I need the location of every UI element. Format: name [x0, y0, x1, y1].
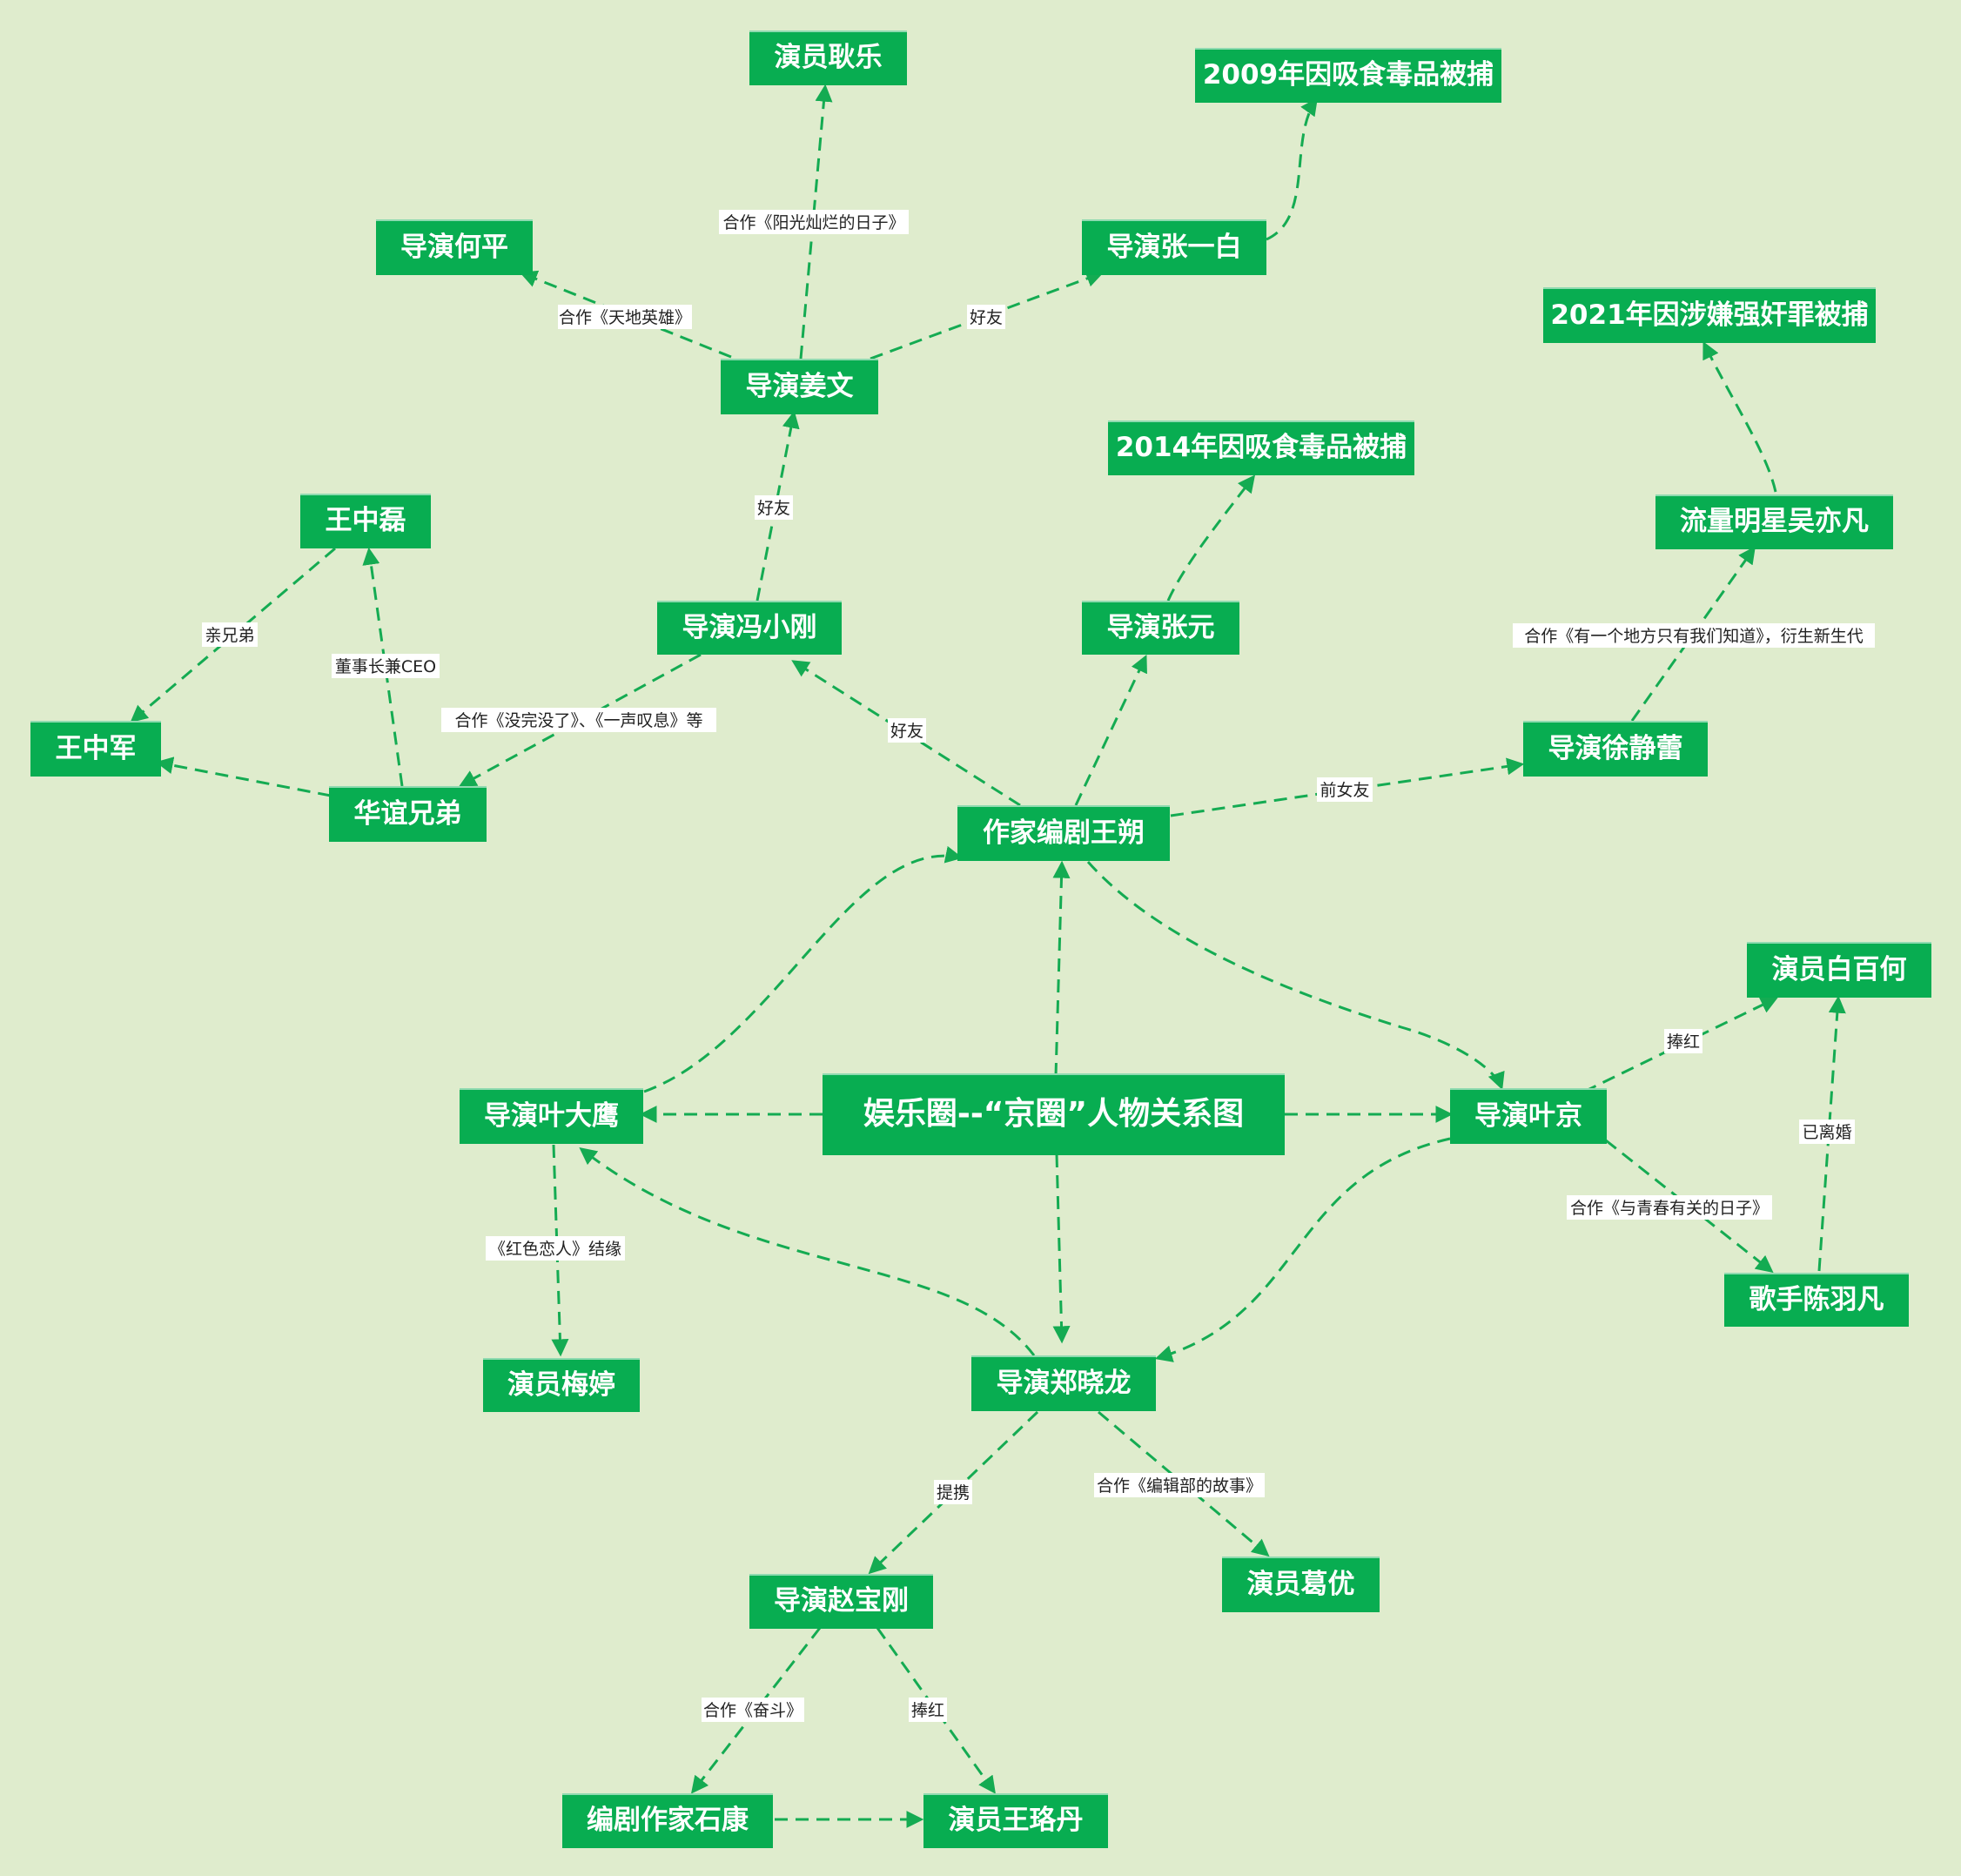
node-fengxiaogang[interactable]: 导演冯小刚 [657, 601, 842, 655]
node-wangzhonglei[interactable]: 王中磊 [300, 494, 431, 548]
edge-label-zhangyibai: 好友 [967, 305, 1005, 329]
svg-text:好友: 好友 [890, 722, 923, 741]
node-meiting[interactable]: 演员梅婷 [483, 1358, 640, 1412]
node-wuyifan[interactable]: 流量明星吴亦凡 [1655, 494, 1893, 549]
edge-huayi-wangzhonglei [362, 547, 404, 787]
svg-text:合作《有一个地方只有我们知道》，衍生新生代: 合作《有一个地方只有我们知道》，衍生新生代 [1524, 627, 1864, 646]
node-arrest2014[interactable]: 2014年因吸食毒品被捕 [1108, 420, 1414, 475]
edge-wuyifan-arrest2021 [1702, 341, 1777, 493]
svg-text:董事长兼CEO: 董事长兼CEO [335, 657, 436, 676]
edge-zhangyuan-arrest2014 [1166, 474, 1256, 602]
svg-text:合作《编辑部的故事》: 合作《编辑部的故事》 [1097, 1476, 1262, 1496]
edge-label-heping: 合作《天地英雄》 [558, 305, 692, 329]
node-arrest2021[interactable]: 2021年因涉嫌强奸罪被捕 [1543, 287, 1876, 343]
node-geng[interactable]: 演员耿乐 [749, 30, 907, 85]
node-zhangyuan[interactable]: 导演张元 [1082, 601, 1239, 655]
edge-zhaobaogang-wangluodan [876, 1627, 996, 1794]
node-chenyufan[interactable]: 歌手陈羽凡 [1724, 1273, 1909, 1327]
svg-text:提携: 提携 [937, 1483, 970, 1503]
edge-huayi-wangzhongjun [155, 756, 332, 797]
node-zhaobaogang[interactable]: 导演赵宝刚 [749, 1574, 933, 1629]
svg-text:合作《阳光灿烂的日子》: 合作《阳光灿烂的日子》 [722, 213, 904, 232]
edge-label-xiaogang: 好友 [888, 718, 926, 743]
edge-label-zhaobaogang: 提携 [934, 1480, 972, 1504]
svg-text:合作《与青春有关的日子》: 合作《与青春有关的日子》 [1570, 1199, 1769, 1218]
svg-text:捧红: 捧红 [1667, 1032, 1700, 1052]
edge-label-chenyufan: 合作《与青春有关的日子》 [1567, 1195, 1772, 1220]
center-title-node[interactable]: 娱乐圈--“京圈”人物关系图 [823, 1073, 1285, 1155]
svg-text:亲兄弟: 亲兄弟 [205, 626, 254, 645]
svg-text:合作《没完没了》、《一声叹息》等: 合作《没完没了》、《一声叹息》等 [454, 711, 702, 730]
edge-center-zhengxiaolong [1052, 1153, 1071, 1344]
edge-label-jiangwen: 好友 [755, 495, 793, 520]
node-huayi[interactable]: 华谊兄弟 [329, 786, 487, 842]
svg-text:合作《奋斗》: 合作《奋斗》 [703, 1701, 803, 1720]
edge-label-brothers: 亲兄弟 [202, 622, 258, 647]
node-zhangyibai[interactable]: 导演张一白 [1082, 219, 1266, 275]
node-yedaying[interactable]: 导演叶大鹰 [460, 1088, 643, 1144]
node-heping[interactable]: 导演何平 [376, 219, 533, 275]
edge-label-shikang: 合作《奋斗》 [702, 1698, 804, 1722]
edge-label-exgf: 前女友 [1317, 777, 1373, 802]
edge-yejing-zhengxiaolong [1154, 1137, 1451, 1362]
svg-text:好友: 好友 [757, 499, 790, 518]
edge-zhengxiaolong-yedaying [579, 1146, 1036, 1356]
edge-label-geyou: 合作《编辑部的故事》 [1094, 1473, 1265, 1497]
node-yejing[interactable]: 导演叶京 [1450, 1088, 1607, 1144]
edge-zhaobaogang-shikang [690, 1627, 822, 1794]
node-xujinglei[interactable]: 导演徐静蕾 [1523, 721, 1708, 777]
node-jiangwen[interactable]: 导演姜文 [721, 359, 878, 414]
node-shikang[interactable]: 编剧作家石康 [562, 1793, 773, 1848]
edge-label-geng: 合作《阳光灿烂的日子》 [719, 210, 909, 234]
edge-label-wangluodan: 捧红 [909, 1698, 947, 1722]
edge-center-wangshuo [1052, 860, 1071, 1077]
node-baibaihe[interactable]: 演员白百何 [1747, 942, 1931, 998]
edge-wangshuo-zhangyuan [1074, 654, 1147, 806]
edge-label-divorced: 已离婚 [1799, 1120, 1855, 1144]
svg-text:好友: 好友 [970, 308, 1003, 327]
node-zhengxiaolong[interactable]: 导演郑晓龙 [971, 1355, 1156, 1411]
edge-yedaying-wangshuo [643, 845, 964, 1093]
svg-text:已离婚: 已离婚 [1802, 1123, 1851, 1142]
node-arrest2009[interactable]: 2009年因吸食毒品被捕 [1195, 48, 1501, 103]
edge-label-ceo: 董事长兼CEO [332, 654, 440, 678]
svg-text:捧红: 捧红 [911, 1701, 944, 1720]
edge-label-meiting: 《红色恋人》结缘 [486, 1236, 625, 1261]
node-wangluodan[interactable]: 演员王珞丹 [923, 1793, 1108, 1848]
node-geyou[interactable]: 演员葛优 [1222, 1557, 1380, 1612]
node-wangzhongjun[interactable]: 王中军 [30, 721, 161, 777]
edge-label-baibaihe: 捧红 [1664, 1029, 1702, 1053]
svg-text:前女友: 前女友 [1320, 781, 1369, 800]
edge-zhangyibai-arrest2009 [1266, 97, 1318, 241]
edge-label-huayi: 合作《没完没了》、《一声叹息》等 [441, 708, 716, 732]
node-wangshuo[interactable]: 作家编剧王朔 [957, 805, 1170, 861]
edge-wangshuo-yejing [1086, 861, 1505, 1091]
edge-label-wuyifan: 合作《有一个地方只有我们知道》，衍生新生代 [1513, 623, 1875, 648]
svg-text:合作《天地英雄》: 合作《天地英雄》 [559, 308, 691, 327]
svg-text:《红色恋人》结缘: 《红色恋人》结缘 [489, 1240, 621, 1259]
